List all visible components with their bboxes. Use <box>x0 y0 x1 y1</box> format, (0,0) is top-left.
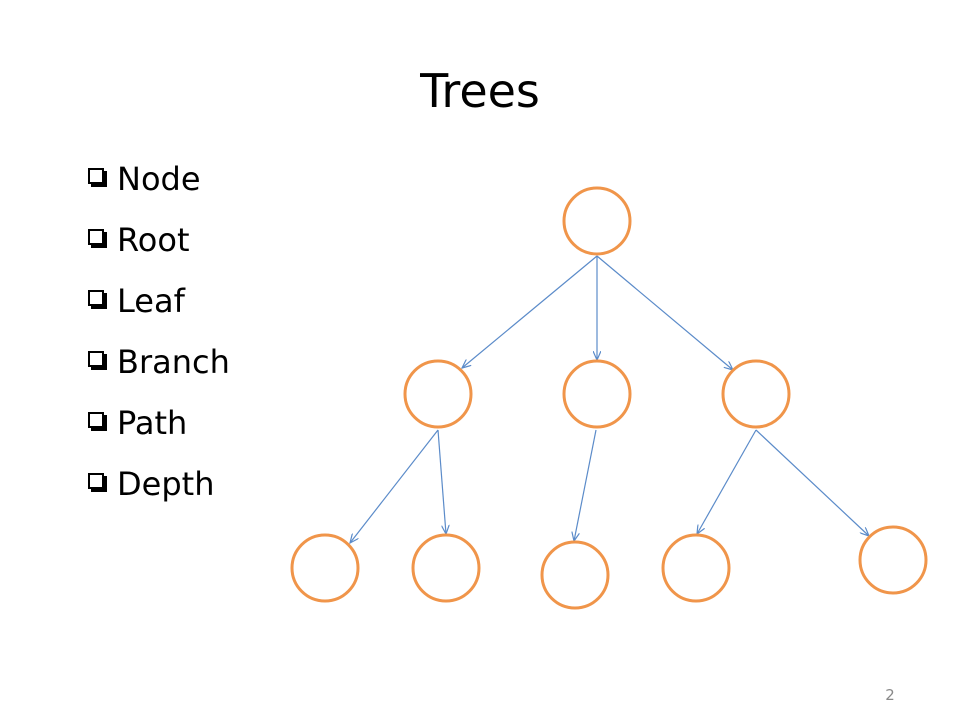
bullet-item-path: Path <box>88 392 230 453</box>
bullet-item-root: Root <box>88 209 230 270</box>
tree-node-leaf-4 <box>661 533 731 603</box>
tree-node-leaf-5 <box>858 525 928 595</box>
tree-edge-root-to-child-1 <box>462 255 598 368</box>
bullet-label: Depth <box>117 464 215 503</box>
tree-edge-child-1-to-leaf-1 <box>350 429 439 543</box>
tree-edge-child-2-to-leaf-3 <box>574 429 597 541</box>
bullet-label: Leaf <box>117 281 185 320</box>
checkbox-bullet-icon <box>88 289 109 312</box>
bullet-label: Path <box>117 403 188 442</box>
bullet-item-leaf: Leaf <box>88 270 230 331</box>
checkbox-bullet-icon <box>88 228 109 251</box>
tree-node-leaf-1 <box>290 533 360 603</box>
bullet-label: Root <box>117 220 190 259</box>
checkbox-bullet-icon <box>88 411 109 434</box>
bullet-label: Node <box>117 159 201 198</box>
tree-edge-child-1-to-leaf-2 <box>437 429 446 534</box>
bullet-list: Node Root Leaf Branch Path Depth <box>88 148 230 514</box>
checkbox-bullet-icon <box>88 167 109 190</box>
checkbox-bullet-icon <box>88 472 109 495</box>
tree-node-child-1 <box>403 359 473 429</box>
tree-node-root <box>562 186 632 256</box>
checkbox-bullet-icon <box>88 350 109 373</box>
slide-title: Trees <box>420 64 540 118</box>
tree-node-leaf-2 <box>411 533 481 603</box>
bullet-label: Branch <box>117 342 230 381</box>
bullet-item-node: Node <box>88 148 230 209</box>
tree-edge-root-to-child-3 <box>596 255 733 370</box>
page-number: 2 <box>885 686 895 704</box>
tree-edges <box>350 255 869 543</box>
tree-node-child-2 <box>562 359 632 429</box>
tree-edge-child-3-to-leaf-5 <box>755 429 869 536</box>
tree-edge-child-3-to-leaf-4 <box>697 429 757 534</box>
tree-node-child-3 <box>721 359 791 429</box>
bullet-item-branch: Branch <box>88 331 230 392</box>
tree-nodes <box>290 186 928 610</box>
bullet-item-depth: Depth <box>88 453 230 514</box>
tree-node-leaf-3 <box>540 540 610 610</box>
